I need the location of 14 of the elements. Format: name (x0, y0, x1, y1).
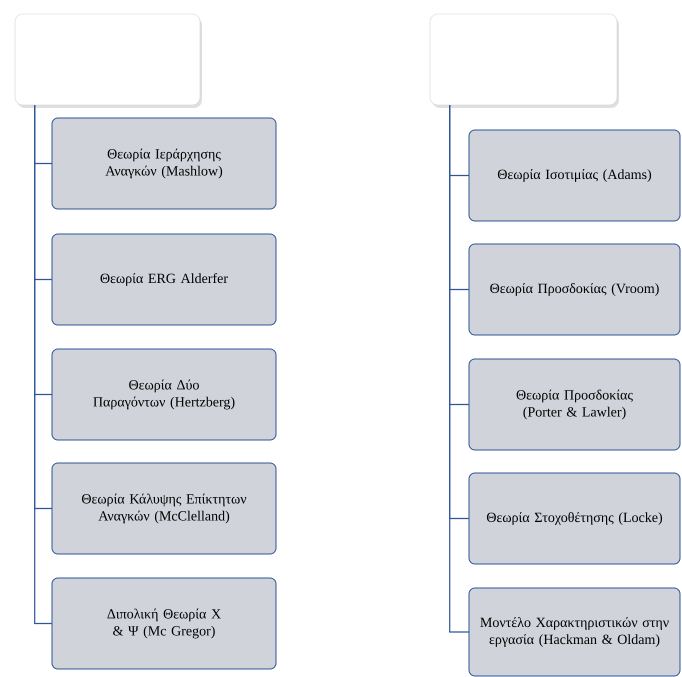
connector-line (34, 105, 52, 624)
theory-box: Μοντέλο Χαρακτηριστικών στην εργασία (Hackman & Oldam) (468, 588, 680, 676)
theory-box: Θεωρία Προσδοκίας (Porter & Lawler) (468, 358, 680, 450)
theory-box: Θεωρία Κάλυψης Επίκτητων Αναγκών (McClelland) (52, 462, 276, 554)
theory-box: Θεωρία Στοχοθέτησης (Locke) (468, 472, 680, 564)
empty-box (14, 14, 202, 108)
theory-box: Θεωρία Προσδοκίας (Vroom) (468, 244, 680, 336)
theory-box: Θεωρία Ισοτιμίας (Adams) (468, 130, 680, 222)
theory-box: Θεωρία Δύο Παραγόντων (Hertzberg) (52, 348, 276, 440)
theory-box: Θεωρία Ιεράρχησης Αναγκών (Mashlow) (52, 118, 276, 210)
empty-box (430, 14, 619, 108)
theory-box: Διπολική Θεωρία Χ & Ψ (Mc Gregor) (52, 578, 276, 670)
theory-box: Θεωρία ERG Alderfer (52, 234, 276, 326)
connector-line (449, 105, 468, 633)
